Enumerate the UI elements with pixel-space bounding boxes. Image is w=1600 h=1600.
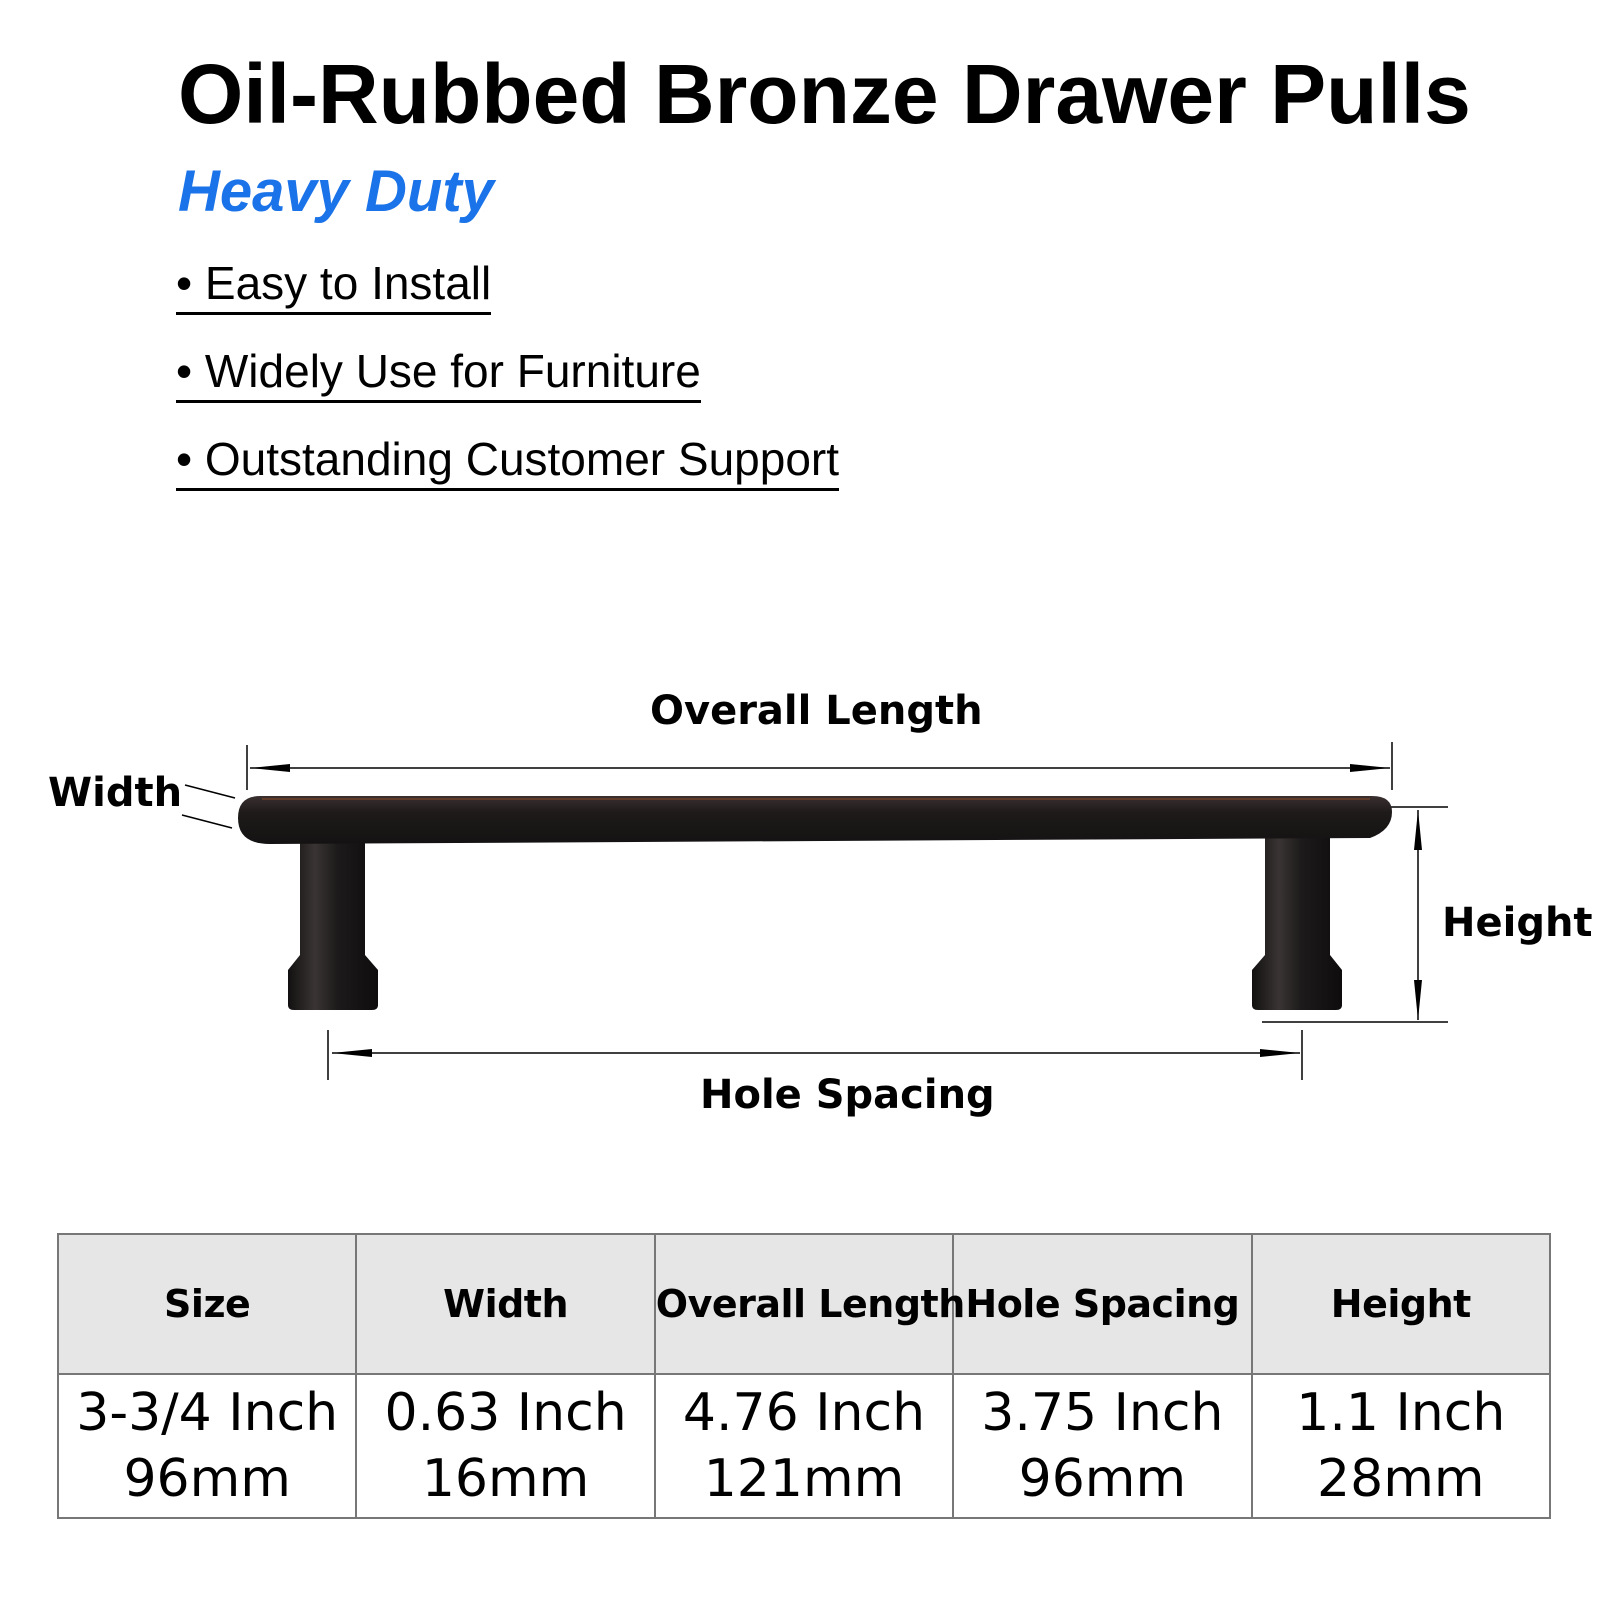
width-label: Width [48,770,183,816]
cell-overall-length-inch: 4.76 Inch [682,1383,926,1443]
feature-easy-install: • Easy to Install [176,256,492,315]
width-dimension [181,784,236,829]
specs-header-row: Size Width Overall Length Hole Spacing H… [56,1233,1552,1375]
cell-height: 1.1 Inch 28mm [1250,1373,1552,1519]
cell-hole-spacing: 3.75 Inch 96mm [952,1373,1253,1519]
hole-spacing-dimension [327,1030,1303,1080]
overall-length-dimension [246,742,1393,790]
feature-furniture-use: • Widely Use for Furniture [176,344,701,403]
overall-length-label: Overall Length [650,688,983,734]
cell-size: 3-3/4 Inch 96mm [56,1373,358,1519]
header-width: Width [355,1233,656,1375]
cell-width-mm: 16mm [421,1449,590,1509]
specs-table: Size Width Overall Length Hole Spacing H… [56,1233,1552,1519]
cell-width-inch: 0.63 Inch [384,1383,627,1443]
header-height: Height [1250,1233,1552,1375]
cell-overall-length: 4.76 Inch 121mm [653,1373,955,1519]
height-label: Height [1442,900,1593,946]
cell-size-inch: 3-3/4 Inch [76,1383,339,1443]
drawer-pull-diagram [181,742,1448,1080]
cell-overall-length-mm: 121mm [703,1449,905,1509]
table-row: 3-3/4 Inch 96mm 0.63 Inch 16mm 4.76 Inch… [56,1373,1552,1519]
cell-width: 0.63 Inch 16mm [355,1373,656,1519]
page-title: Oil-Rubbed Bronze Drawer Pulls [178,47,1471,141]
header-overall-length: Overall Length [653,1233,965,1375]
feature-customer-support: • Outstanding Customer Support [176,432,840,491]
cell-height-inch: 1.1 Inch [1296,1383,1506,1443]
header-size: Size [56,1233,358,1375]
header-hole-spacing: Hole Spacing [952,1233,1253,1375]
page-subtitle: Heavy Duty [178,159,494,224]
drawer-pull-image [238,796,1392,1010]
hole-spacing-label: Hole Spacing [700,1072,995,1118]
cell-hole-spacing-mm: 96mm [1018,1449,1187,1509]
cell-height-mm: 28mm [1317,1449,1485,1509]
cell-size-mm: 96mm [123,1449,291,1509]
cell-hole-spacing-inch: 3.75 Inch [981,1383,1224,1443]
